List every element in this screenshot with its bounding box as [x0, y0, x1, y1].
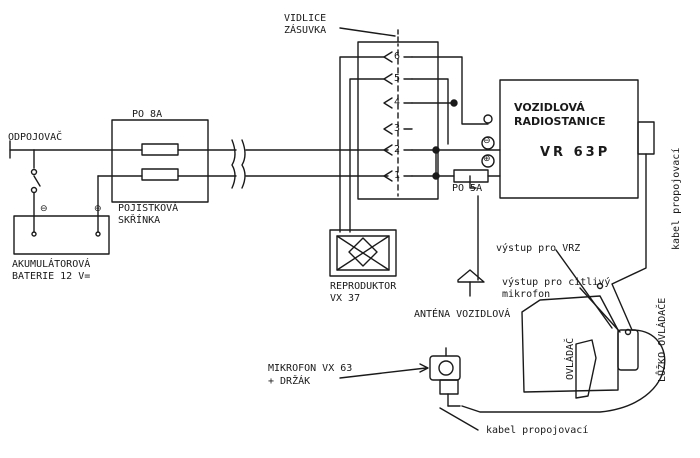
bottom-cable-label: kabel propojovací: [486, 425, 589, 436]
socket-title-1: VIDLICE: [284, 13, 327, 24]
radio-model: VR 63P: [540, 145, 611, 160]
antenna-symbol: [457, 269, 485, 297]
connector-block: [339, 27, 439, 200]
socket-title-2: ZÁSUVKA: [284, 25, 327, 36]
right-cable-label: kabel propojovací: [671, 147, 682, 250]
radio-wiring: [411, 56, 501, 281]
disconnector-symbol: [9, 140, 41, 233]
output-mic-label-2: mikrofon: [502, 289, 551, 300]
pin-5: 5: [394, 73, 401, 84]
cable-pointer: [439, 407, 479, 431]
microphone-label-2: + DRŽÁK: [268, 376, 311, 387]
pin-4: 4: [394, 97, 401, 108]
radio-plus-icon: ⊕: [483, 154, 491, 164]
controller-cable: [461, 153, 666, 413]
fuse-box: [111, 119, 209, 203]
radio-minus-icon: ⊖: [483, 136, 491, 146]
speaker-label-1: REPRODUKTOR: [330, 281, 397, 292]
pin-2: 2: [394, 144, 401, 155]
fuse-rating-label: PO 8A: [132, 109, 163, 120]
radio-label-1: VOZIDLOVÁ: [514, 101, 585, 114]
battery-plus-icon: ⊕: [94, 204, 102, 214]
pin-3: 3: [394, 123, 401, 134]
battery-minus-icon: ⊖: [40, 204, 48, 214]
fuse-box-label-1: POJISTKOVÁ: [118, 203, 179, 214]
pin-6: 6: [394, 51, 401, 62]
disconnector-label: ODPOJOVAČ: [8, 132, 63, 143]
microphone-label-1: MIKROFON VX 63: [268, 363, 353, 374]
battery-label-1: AKUMULÁTOROVÁ: [12, 259, 91, 270]
controller-symbol: [521, 249, 639, 399]
speaker-label-2: VX 37: [330, 293, 361, 304]
output-vrz-label: výstup pro VRZ: [496, 243, 581, 254]
controller-label: OVLÁDAČ: [565, 337, 576, 380]
microphone-symbol: [339, 347, 461, 407]
battery-symbol: [13, 175, 110, 255]
radio-label-2: RADIOSTANICE: [514, 115, 606, 128]
radio-fuse-label: PO 5A: [452, 183, 483, 194]
speaker-wires: [339, 56, 385, 233]
pin-1: 1: [394, 170, 401, 181]
speaker-symbol: [329, 229, 397, 277]
output-mic-label-1: výstup pro citlivý: [502, 277, 611, 288]
supply-lines: [33, 139, 389, 189]
battery-label-2: BATERIE 12 V=: [12, 271, 91, 282]
controller-cradle-label: LŮŽKO OVLÁDAČE: [657, 297, 668, 382]
radio-box: [481, 79, 655, 199]
antenna-label: ANTÉNA VOZIDLOVÁ: [414, 309, 511, 320]
fuse-box-label-2: SKŘÍNKA: [118, 215, 161, 226]
